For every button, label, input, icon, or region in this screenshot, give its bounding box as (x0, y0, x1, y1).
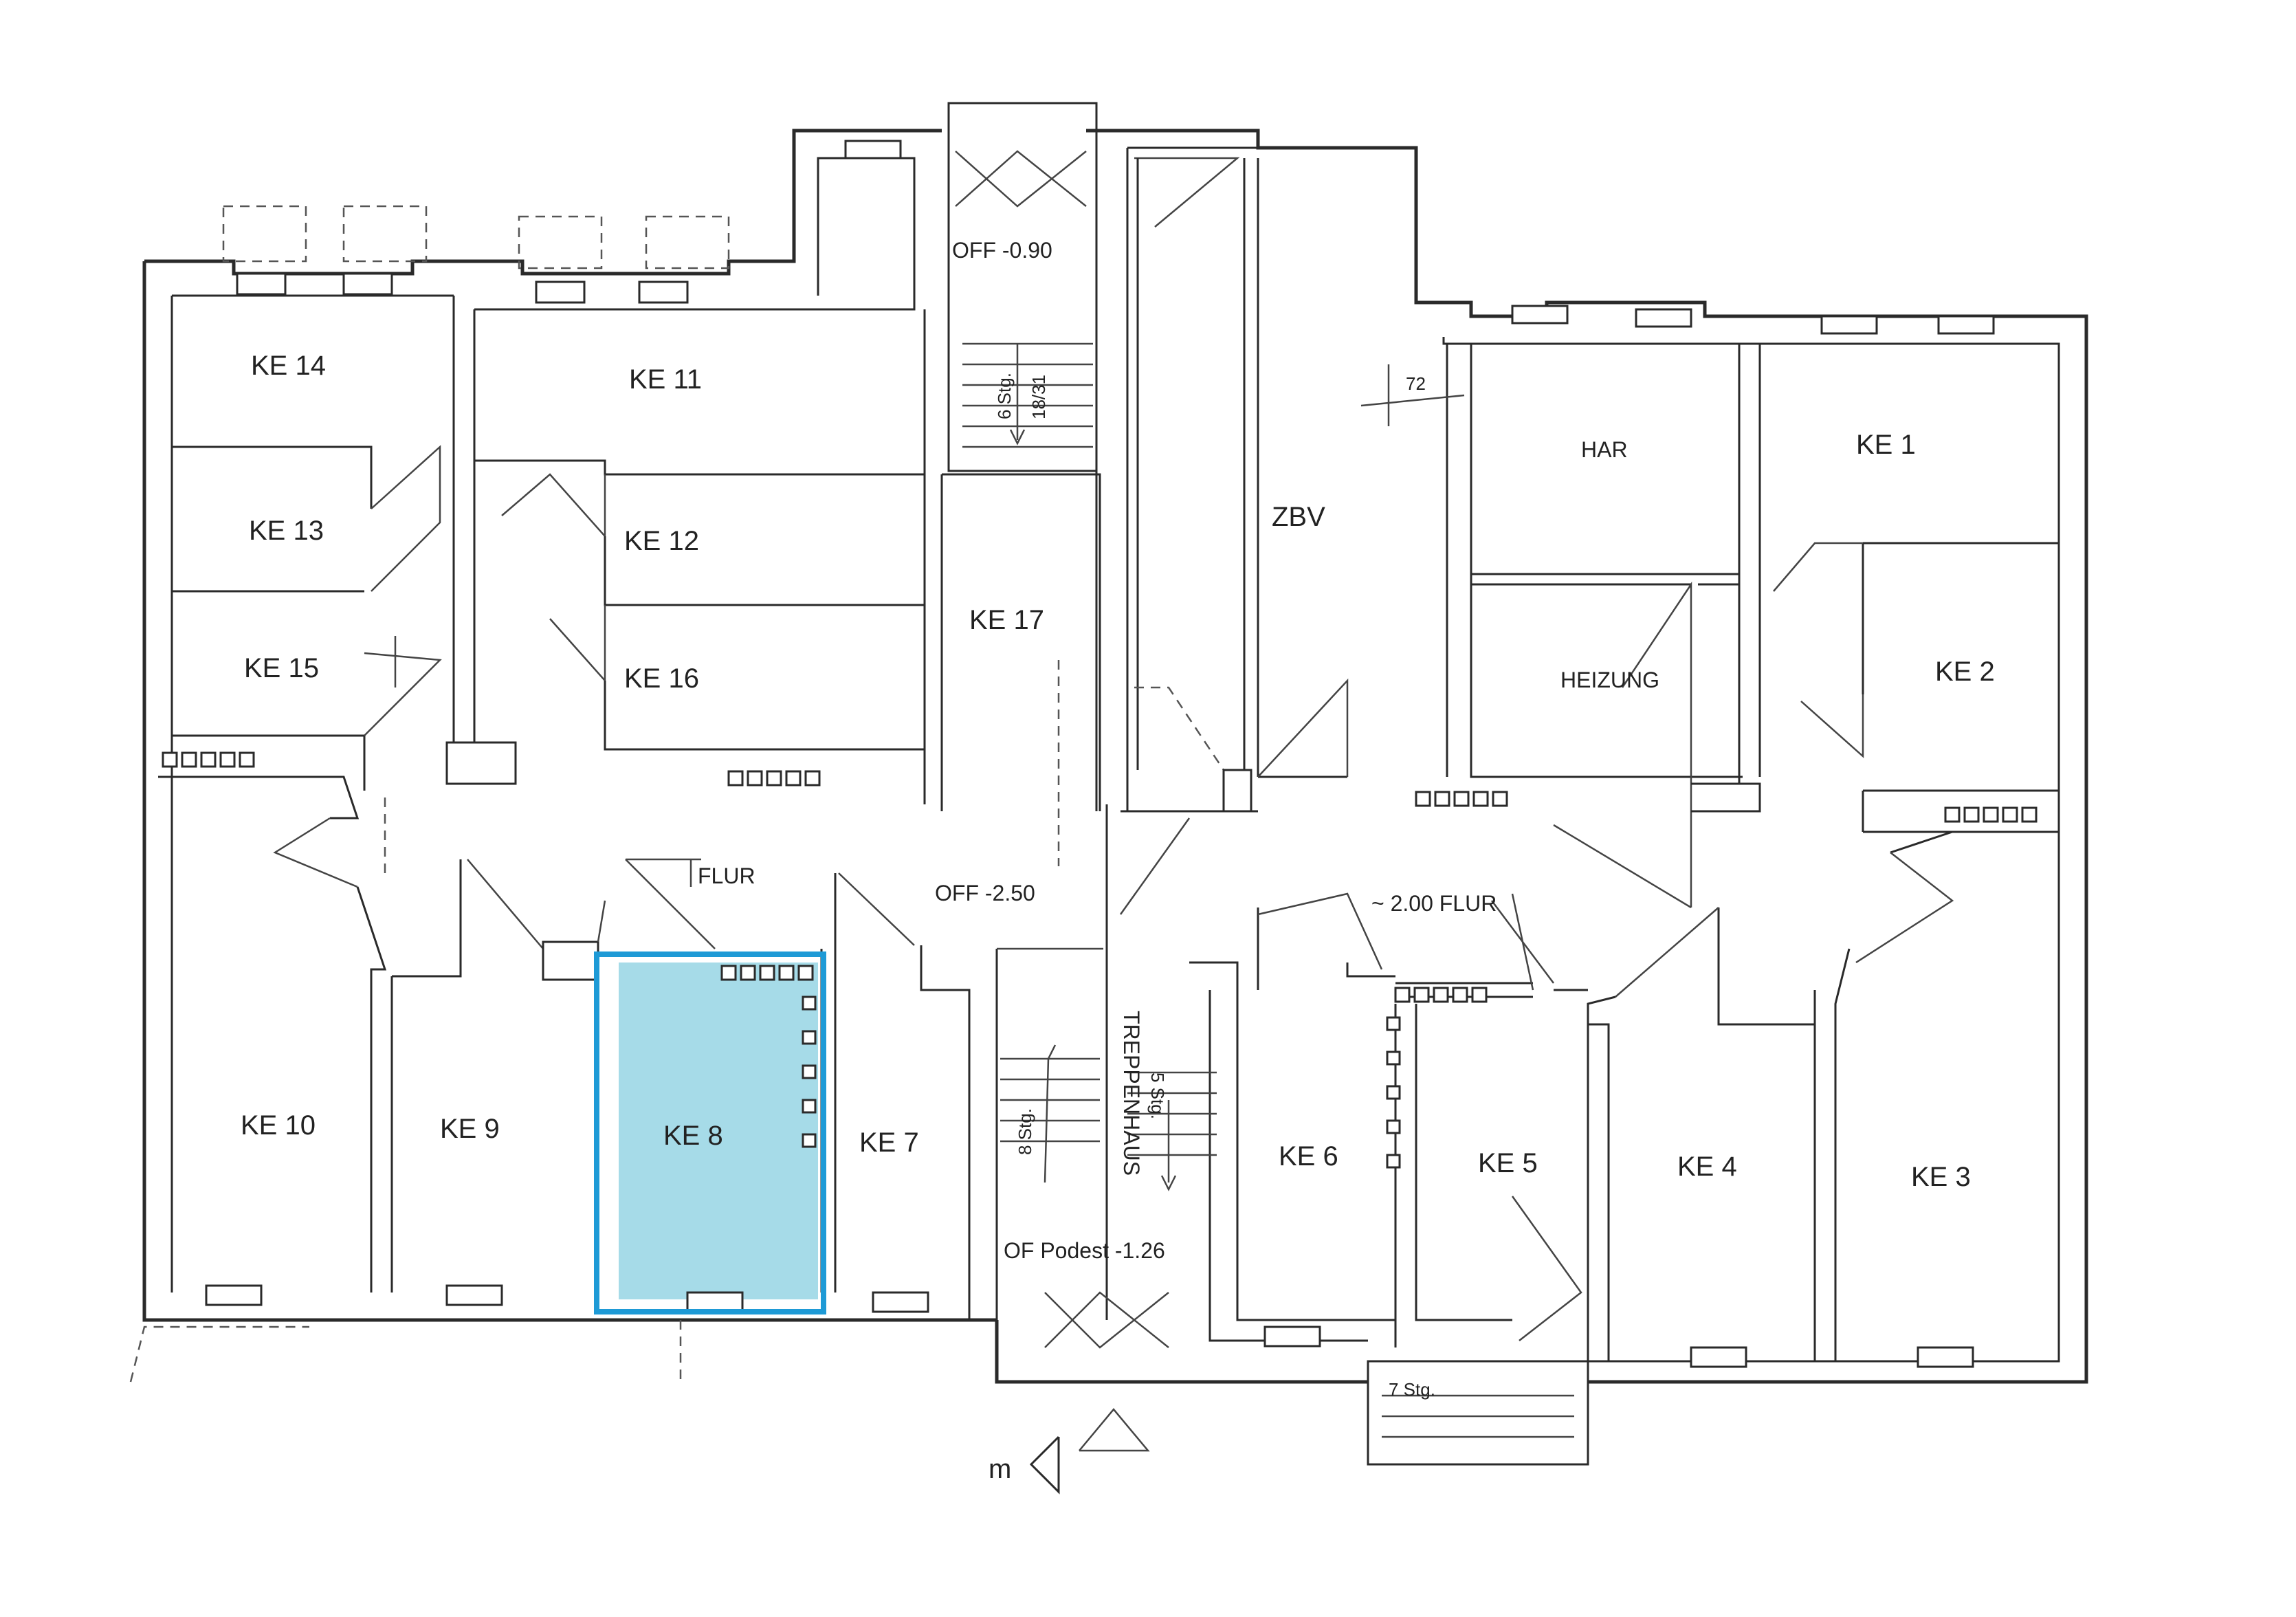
room-ke13: KE 13 (249, 516, 324, 546)
flur-left-label: FLUR (698, 864, 755, 888)
level-off-250: OFF -2.50 (935, 881, 1035, 905)
ke8-highlight-border (594, 952, 826, 1314)
stairs-count-entrance: 7 Stg. (1389, 1379, 1435, 1400)
room-ke3: KE 3 (1911, 1162, 1971, 1192)
treppenhaus-label: TREPPENHAUS (1119, 1011, 1144, 1176)
room-ke9: KE 9 (440, 1114, 500, 1144)
room-ke7: KE 7 (859, 1128, 919, 1158)
stairs-count-mid-right: 5 Stg. (1147, 1072, 1168, 1119)
dimension-72: 72 (1406, 373, 1426, 394)
room-ke14: KE 14 (251, 351, 326, 381)
room-zbv: ZBV (1272, 502, 1325, 532)
stairs-count-top: 6 Stg. (994, 373, 1015, 419)
room-ke16: KE 16 (624, 663, 699, 694)
north-marker-label: m (989, 1454, 1011, 1484)
room-ke12: KE 12 (624, 526, 699, 556)
room-ke6: KE 6 (1279, 1141, 1338, 1172)
room-ke11: KE 11 (629, 364, 702, 395)
flur-right-label: ~ 2.00 FLUR (1371, 891, 1497, 916)
podest-label: OF Podest -1.26 (1004, 1238, 1165, 1263)
room-ke8: KE 8 (663, 1121, 723, 1151)
stairs-count-mid-left: 8 Stg. (1015, 1108, 1035, 1155)
outer-walls (142, 129, 2088, 1384)
room-ke15: KE 15 (244, 653, 319, 683)
room-heizung: HEIZUNG (1560, 668, 1659, 692)
level-off-090: OFF -0.90 (952, 238, 1052, 263)
stairs-ratio: 18/31 (1028, 375, 1049, 419)
room-ke5: KE 5 (1478, 1148, 1538, 1178)
window-bays (222, 140, 1995, 335)
interior-walls (129, 102, 2059, 1495)
ke8-highlight-fill (619, 962, 818, 1299)
room-ke4: KE 4 (1677, 1152, 1737, 1182)
room-ke1: KE 1 (1856, 430, 1916, 460)
window-squares (162, 751, 2038, 1368)
room-har: HAR (1581, 437, 1628, 462)
room-ke2: KE 2 (1935, 657, 1995, 687)
room-ke10: KE 10 (241, 1110, 316, 1141)
room-ke17: KE 17 (969, 605, 1044, 635)
